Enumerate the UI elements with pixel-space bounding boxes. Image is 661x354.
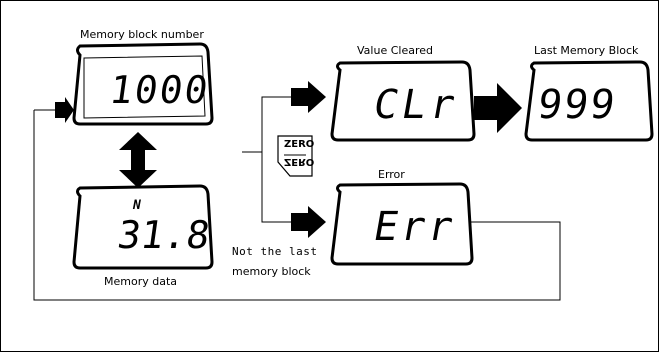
label-not-last-line2: memory block bbox=[232, 265, 311, 278]
zero-key-label-top: ZERO bbox=[284, 139, 315, 150]
zero-key bbox=[277, 135, 313, 177]
label-not-last-line1: Not the last bbox=[232, 245, 318, 258]
label-memory-block-number: Memory block number bbox=[80, 28, 204, 41]
readout-error: Err bbox=[369, 204, 460, 250]
label-last-memory-block: Last Memory Block bbox=[534, 44, 639, 57]
display-error bbox=[330, 182, 474, 266]
branch-line bbox=[261, 96, 291, 223]
arrow-to-cleared bbox=[291, 81, 326, 113]
readout-data-value: 31.8 bbox=[114, 213, 213, 257]
double-arrow-vertical bbox=[119, 132, 157, 188]
arrow-to-error bbox=[291, 206, 326, 238]
readout-last-block: 999 bbox=[534, 82, 620, 128]
display-cleared bbox=[330, 60, 476, 142]
display-block-number bbox=[72, 42, 214, 126]
readout-block-number: 1000 bbox=[106, 68, 213, 112]
connector-lines bbox=[33, 96, 561, 301]
display-last-block bbox=[524, 60, 654, 142]
label-error: Error bbox=[378, 168, 405, 181]
display-memory-data bbox=[72, 184, 214, 270]
readout-cleared: CLr bbox=[369, 82, 463, 128]
label-memory-data: Memory data bbox=[104, 275, 178, 288]
label-value-cleared: Value Cleared bbox=[357, 44, 433, 57]
arrow-cleared-to-last bbox=[474, 83, 522, 133]
arrow-into-block-number bbox=[55, 97, 74, 123]
return-line bbox=[33, 110, 561, 301]
readout-data-unit: N bbox=[133, 198, 141, 213]
zero-key-label-bottom: ZERO bbox=[284, 156, 315, 167]
